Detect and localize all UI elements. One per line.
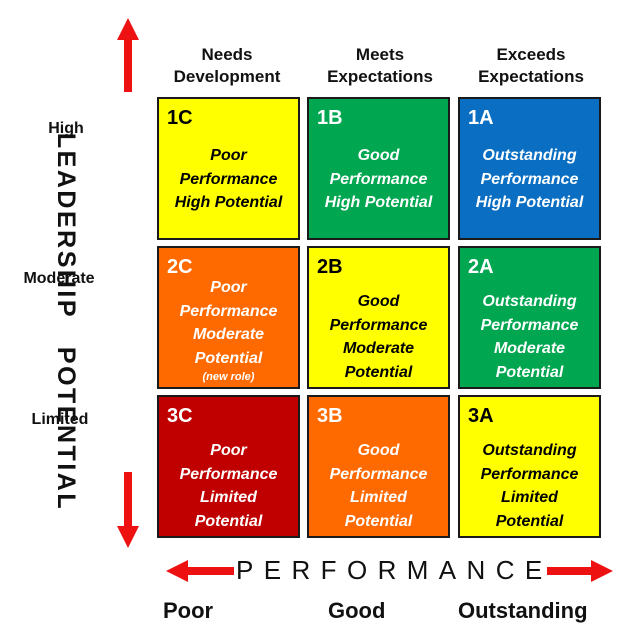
cell-description-line: Performance (480, 465, 579, 483)
bottom-label-poor: Poor (163, 598, 214, 623)
cell-description-line: Moderate (192, 326, 265, 343)
cell-id: 1B (317, 107, 343, 129)
cell-id: 3B (317, 405, 343, 427)
cell-description-line: Potential (495, 363, 564, 381)
cell-id: 2C (167, 256, 193, 278)
cell-description-line: Performance (480, 316, 579, 334)
cell-description-line: High Potential (475, 194, 584, 211)
cell-description-line: Potential (495, 512, 564, 530)
cell-description-line: Performance (480, 170, 579, 188)
cell-description-line: Poor (210, 442, 247, 459)
cell-description-line: Potential (194, 349, 263, 367)
cell-description-line: Good (357, 442, 400, 459)
cell-description-line: Performance (329, 316, 428, 334)
y-axis-title: LEADERSHIP POTENTIAL (52, 132, 80, 512)
cell-description-line: Poor (210, 147, 247, 164)
cell-id: 2A (468, 256, 494, 278)
column-header-meets-expectations: Meets Expectations (327, 45, 433, 86)
cell-description-line: High Potential (324, 194, 433, 211)
bottom-label-outstanding: Outstanding (458, 598, 588, 623)
cell-description-line: Outstanding (482, 293, 577, 310)
bottom-label-good: Good (328, 598, 386, 623)
row-label-high: High (48, 120, 84, 137)
right-arrow-icon (547, 560, 613, 582)
cell-description-line: Limited (350, 489, 407, 506)
cell-id: 3A (468, 405, 494, 427)
cell-description-line: Potential (194, 512, 263, 530)
cell-description-line: Poor (210, 279, 247, 296)
cell-description-line: Limited (200, 489, 257, 506)
down-arrow-icon (117, 472, 139, 548)
cell-description-line: Moderate (493, 340, 566, 357)
row-label-limited: Limited (31, 411, 89, 428)
cell-id: 1A (468, 107, 494, 129)
cell-description-line: Moderate (342, 340, 415, 357)
cell-description-line: Performance (179, 302, 278, 320)
cell-description-line: Potential (344, 363, 413, 381)
column-header-exceeds-expectations: Exceeds Expectations (478, 45, 584, 86)
cell-description-line: Good (357, 147, 400, 164)
cell-description-line: Good (357, 293, 400, 310)
cell-description-line: Performance (329, 170, 428, 188)
cell-description-line: High Potential (174, 194, 283, 211)
cell-description-line: Performance (329, 465, 428, 483)
column-header-needs-development: Needs Development (173, 45, 281, 86)
x-axis-title: PERFORMANCE (236, 555, 553, 585)
up-arrow-icon (117, 18, 139, 92)
left-arrow-icon (166, 560, 234, 582)
cell-note: (new role) (202, 371, 255, 383)
cell-description-line: Performance (179, 465, 278, 483)
cell-description-line: Performance (179, 170, 278, 188)
cell-description-line: Limited (501, 489, 558, 506)
cell-description-line: Outstanding (482, 442, 577, 459)
row-label-moderate: Moderate (23, 270, 95, 287)
cell-description-line: Potential (344, 512, 413, 530)
cell-id: 2B (317, 256, 343, 278)
cell-id: 3C (167, 405, 193, 427)
cell-description-line: Outstanding (482, 147, 577, 164)
cell-id: 1C (167, 107, 193, 129)
